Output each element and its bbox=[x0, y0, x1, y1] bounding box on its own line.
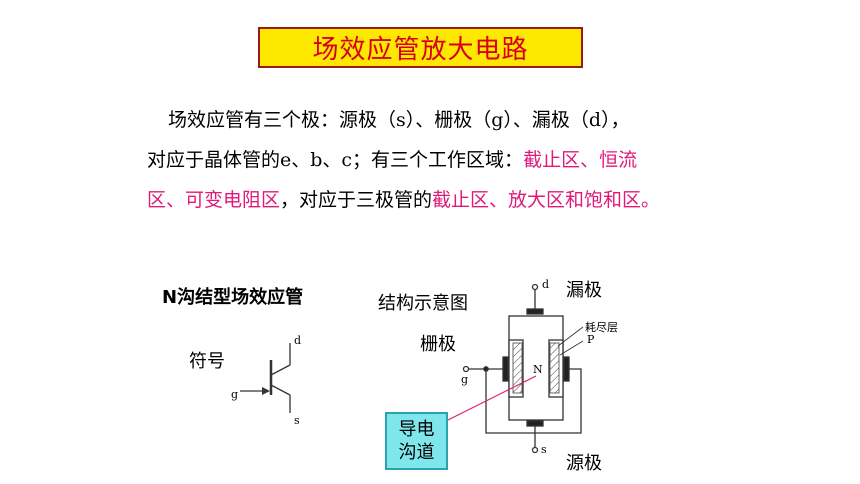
right-gate-contact bbox=[563, 356, 570, 382]
symbol-source-connection bbox=[270, 384, 291, 396]
drain-contact bbox=[526, 308, 544, 315]
section-label: N沟结型场效应管 bbox=[162, 287, 304, 308]
paragraph-line-2: 对应于晶体管的e、b、c；有三个工作区域：截止区、恒流 bbox=[147, 148, 637, 172]
symbol-drain-connection bbox=[270, 364, 291, 376]
channel-callout: 导电 沟道 bbox=[385, 412, 448, 470]
paragraph-line-2-text: 对应于晶体管的e、b、c；有三个工作区域： bbox=[147, 149, 524, 171]
channel-label-line-1: 导电 bbox=[398, 419, 435, 440]
symbol-s-label: s bbox=[294, 414, 300, 427]
struct-g-label: g bbox=[461, 373, 469, 386]
struct-p-label: P bbox=[587, 333, 595, 346]
jfet-symbol bbox=[240, 343, 291, 413]
struct-d-label: d bbox=[542, 278, 550, 291]
symbol-gate-arrow bbox=[262, 387, 270, 395]
right-depletion-layer bbox=[549, 342, 560, 394]
channel-pointer-line bbox=[447, 375, 537, 421]
paragraph-line-3: 区、可变电阻区，对应于三极管的截止区、放大区和饱和区。 bbox=[147, 188, 660, 212]
struct-depletion-label: 耗尽层 bbox=[585, 321, 618, 334]
source-label: 源极 bbox=[566, 453, 602, 474]
paragraph-line-3-highlight-a: 区、可变电阻区 bbox=[147, 189, 281, 211]
source-terminal-icon bbox=[531, 446, 539, 454]
paragraph-line-3-highlight-b: 截止区、放大区和饱和区。 bbox=[432, 189, 661, 211]
gate-terminal-icon bbox=[462, 365, 470, 373]
symbol-d-label: d bbox=[294, 334, 302, 347]
left-gate-contact bbox=[502, 356, 509, 382]
gate-label: 栅极 bbox=[420, 334, 456, 355]
symbol-g-label: g bbox=[231, 388, 239, 401]
slide-title: 场效应管放大电路 bbox=[258, 27, 583, 68]
symbol-label: 符号 bbox=[189, 351, 225, 372]
paragraph-line-3-text: ，对应于三极管的 bbox=[280, 189, 433, 211]
jfet-structure bbox=[447, 283, 584, 454]
left-depletion-layer bbox=[512, 342, 523, 394]
struct-s-label: s bbox=[541, 443, 547, 456]
paragraph-line-1: 场效应管有三个极：源极（s）、栅极（g）、漏极（d）， bbox=[168, 109, 630, 131]
struct-n-label: N bbox=[533, 363, 543, 376]
drain-terminal-icon bbox=[531, 283, 539, 291]
drain-label: 漏极 bbox=[566, 280, 602, 301]
channel-label-line-2: 沟道 bbox=[398, 442, 435, 463]
source-contact bbox=[526, 420, 544, 427]
paragraph-line-2-highlight: 截止区、恒流 bbox=[523, 149, 638, 171]
structure-label: 结构示意图 bbox=[378, 293, 468, 314]
